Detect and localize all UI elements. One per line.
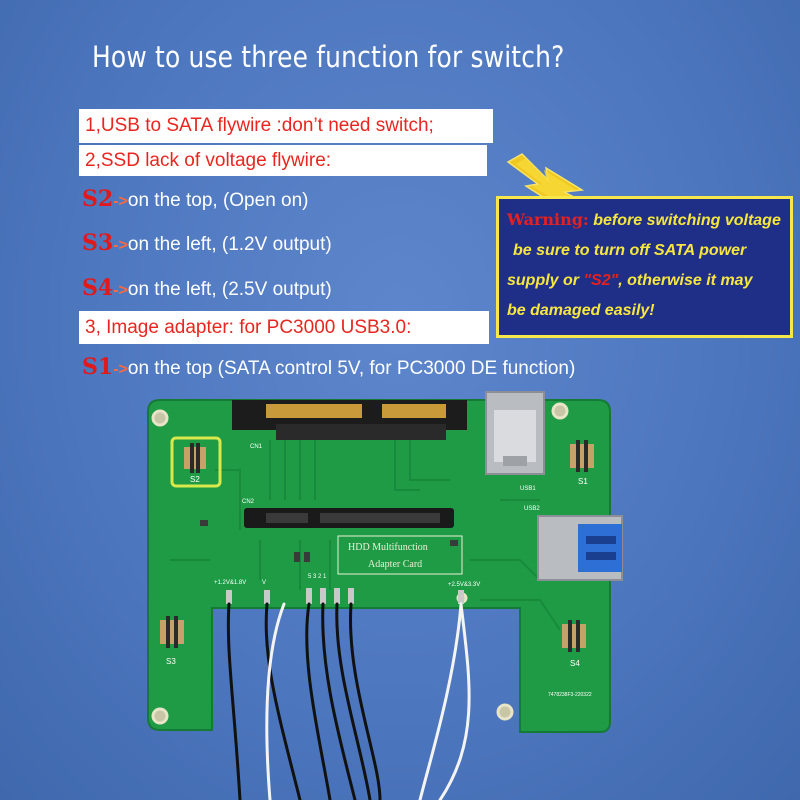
serial-number: 7478238F3-220322	[548, 692, 592, 698]
silkscreen-subtitle: Adapter Card	[368, 559, 422, 570]
sata-connector-cn1	[232, 400, 467, 440]
warning-switch-ref: "S2"	[583, 272, 619, 289]
arrow-glyph: ->	[113, 361, 128, 378]
instruction-ssd-voltage: 2,SSD lack of voltage flywire:	[79, 145, 487, 176]
warning-text: before switching voltage	[588, 212, 781, 229]
warning-box: Warning: before switching voltage be sur…	[496, 196, 793, 338]
switch-s4	[562, 620, 586, 652]
switch-code: S1	[82, 354, 114, 380]
voltage-label-v: V	[262, 580, 266, 586]
s2-label: S2	[190, 475, 200, 484]
s1-label: S1	[578, 477, 588, 486]
instruction-usb-to-sata: 1,USB to SATA flywire :don’t need switch…	[79, 109, 493, 143]
arrow-glyph: ->	[113, 237, 128, 254]
switch-code: S4	[82, 275, 114, 301]
arrow-glyph: ->	[113, 193, 128, 210]
s2-highlight	[170, 436, 222, 488]
arrow-glyph: ->	[113, 282, 128, 299]
usb2-label: USB2	[524, 506, 540, 512]
switch-description: on the left, (1.2V output)	[127, 234, 332, 255]
cn1-label: CN1	[250, 444, 263, 450]
switch-s3-line: S3->on the left, (1.2V output)	[82, 230, 332, 256]
warning-label: Warning:	[507, 210, 589, 229]
warning-text: be damaged easily!	[507, 302, 655, 319]
switch-description: on the top (SATA control 5V, for PC3000 …	[127, 358, 576, 379]
switch-s2-line: S2->on the top, (Open on)	[82, 186, 309, 212]
warning-text: supply or	[507, 272, 584, 289]
warning-text: be sure to turn off SATA power	[513, 242, 747, 259]
usb2-connector	[537, 515, 623, 581]
switch-s4-line: S4->on the left, (2.5V output)	[82, 275, 332, 301]
usb1-label: USB1	[520, 486, 536, 492]
switch-s3	[160, 616, 184, 648]
instruction-image-adapter: 3, Image adapter: for PC3000 USB3.0:	[79, 311, 489, 344]
warning-text: , otherwise it may	[618, 272, 753, 289]
voltage-label-12: +1.2V&1.8V	[214, 580, 246, 586]
pcb-board	[147, 399, 611, 733]
s3-label: S3	[166, 657, 176, 666]
silkscreen-title: HDD Multifunction	[348, 542, 428, 553]
switch-s2	[184, 443, 206, 473]
pin-labels: 5 3 2 1	[308, 574, 327, 580]
s4-label: S4	[570, 659, 580, 668]
switch-code: S2	[82, 186, 114, 212]
switch-description: on the left, (2.5V output)	[127, 279, 332, 300]
switch-s1	[570, 440, 594, 472]
switch-code: S3	[82, 230, 114, 256]
switch-description: on the top, (Open on)	[127, 190, 309, 211]
usb1-connector	[485, 391, 545, 475]
cn2-label: CN2	[242, 499, 255, 505]
flywires	[226, 602, 471, 800]
connector-cn2	[244, 508, 454, 528]
voltage-label-25: +2.5V&3.3V	[448, 582, 480, 588]
switch-s1-line: S1->on the top (SATA control 5V, for PC3…	[82, 354, 575, 380]
headline: How to use three function for switch?	[92, 40, 565, 74]
